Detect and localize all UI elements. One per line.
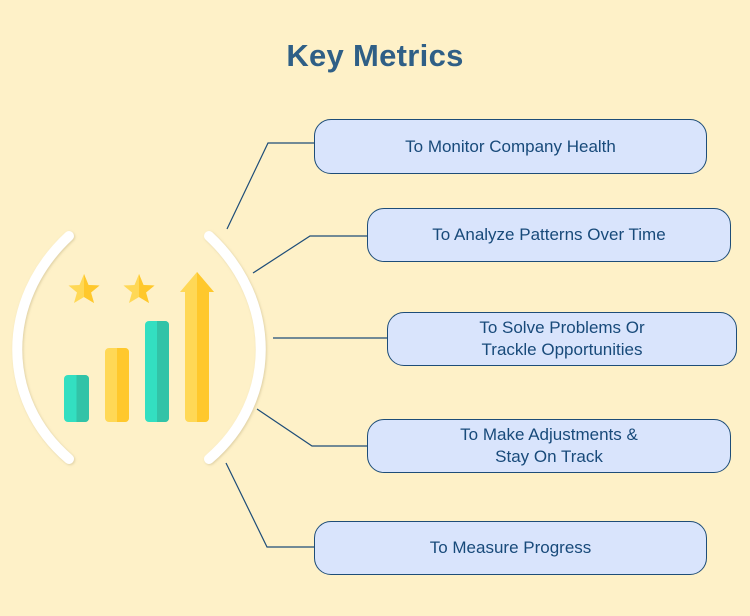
metric-label: To Measure Progress bbox=[429, 538, 592, 557]
metric-label: To Make Adjustments & Stay On Track bbox=[460, 425, 638, 466]
diagram-title: Key Metrics bbox=[286, 38, 464, 73]
bar-tall-icon bbox=[145, 321, 169, 422]
metric-box-make-adjustments: To Make Adjustments & Stay On Track bbox=[367, 419, 731, 473]
arrow-up-icon bbox=[180, 272, 214, 422]
metric-box-measure-progress: To Measure Progress bbox=[314, 521, 707, 575]
metric-label: To Solve Problems Or Trackle Opportuniti… bbox=[479, 318, 645, 359]
star-icon bbox=[68, 274, 100, 303]
bar-medium-icon bbox=[105, 348, 129, 422]
metric-box-monitor-health: To Monitor Company Health bbox=[314, 119, 707, 174]
right-bracket-icon bbox=[204, 231, 266, 464]
metric-box-analyze-patterns: To Analyze Patterns Over Time bbox=[367, 208, 731, 262]
left-bracket-icon bbox=[12, 231, 74, 464]
metric-label: To Monitor Company Health bbox=[405, 136, 616, 156]
metric-label: To Analyze Patterns Over Time bbox=[432, 225, 666, 244]
star-icon bbox=[123, 274, 155, 303]
metric-box-solve-problems: To Solve Problems Or Trackle Opportuniti… bbox=[387, 312, 737, 366]
bar-short-icon bbox=[64, 375, 89, 422]
